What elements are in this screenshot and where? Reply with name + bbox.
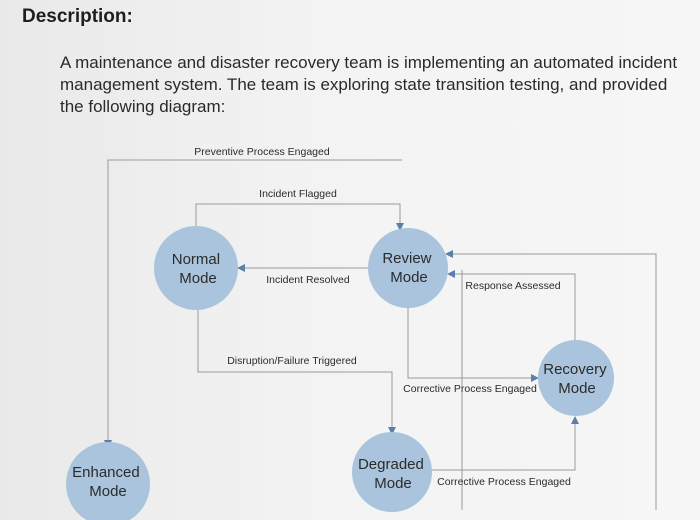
node-review: [368, 228, 448, 308]
arrowhead-degraded: [388, 427, 396, 435]
node-review-label: Review Mode: [382, 250, 435, 286]
node-enhanced-label: Enhanced Mode: [72, 464, 144, 500]
node-normal-label: Normal Mode: [172, 251, 225, 287]
arrowhead-review-top: [396, 223, 404, 231]
edge-corrective-from-degraded: [430, 420, 576, 471]
arrowhead-recovery-bottom: [571, 416, 579, 424]
label-corrective-to-recovery: Corrective Process Engaged: [403, 383, 537, 395]
edge-disruption: [197, 300, 393, 432]
label-incident-resolved: Incident Resolved: [266, 274, 350, 286]
arrowhead-recovery-left: [531, 374, 539, 382]
label-corrective-from-degraded: Corrective Process Engaged: [437, 476, 571, 488]
heading: Description:: [22, 6, 133, 27]
label-incident-flagged: Incident Flagged: [259, 188, 337, 200]
label-disruption: Disruption/Failure Triggered: [227, 355, 357, 367]
label-preventive: Preventive Process Engaged: [194, 146, 330, 158]
arrowhead-review-right: [445, 250, 453, 258]
arrowhead-review-right-2: [447, 270, 455, 278]
description-text: A maintenance and disaster recovery team…: [60, 53, 678, 116]
node-recovery: [538, 340, 614, 416]
node-normal: [154, 226, 238, 310]
label-response-assessed: Response Assessed: [465, 280, 560, 292]
node-degraded-label: Degraded Mode: [358, 456, 428, 492]
edge-incident-flagged: [195, 203, 401, 228]
edge-corrective-to-recovery: [407, 300, 536, 379]
node-recovery-label: Recovery Mode: [543, 361, 611, 397]
arrowhead-normal: [237, 264, 245, 272]
node-enhanced: [66, 442, 150, 520]
node-degraded: [352, 432, 432, 512]
edge-response-assessed: [450, 273, 576, 358]
edge-outer-right: [450, 253, 657, 510]
edge-preventive: [107, 159, 402, 440]
